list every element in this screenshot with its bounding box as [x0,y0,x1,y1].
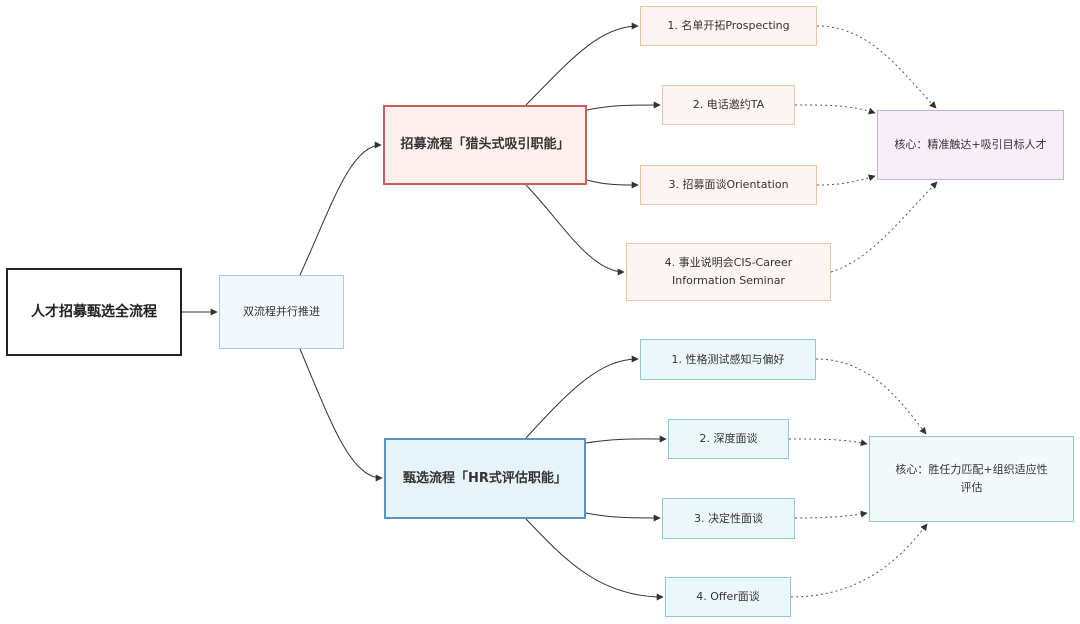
edge-sstep-1-to-core [815,358,927,435]
screening-process-node: 甄选流程「HR式评估职能」 [384,438,586,519]
edge-sstep-3-to-core [794,510,868,519]
screening-step-1-node: 1. 性格测试感知与偏好 [640,339,816,380]
recruit-step-4-label: 4. 事业说明会CIS-Career Information Seminar [664,256,793,287]
edge-hub-to-recruit [299,141,382,276]
hub-label: 双流程并行推进 [243,305,320,318]
recruit-core-node: 核心：精准触达+吸引目标人才 [877,110,1064,180]
edge-recruit-to-step-4 [525,184,625,276]
screening-process-label: 甄选流程「HR式评估职能」 [403,470,567,486]
root-label: 人才招募甄选全流程 [31,304,157,320]
screening-step-2-node: 2. 深度面谈 [668,419,789,459]
edge-sstep-2-to-core [788,438,868,447]
edge-screen-to-step-2 [585,435,667,444]
edge-rstep-4-to-core [830,181,938,273]
recruit-step-3-label: 3. 招募面谈Orientation [668,178,789,191]
edge-rstep-1-to-core [816,25,937,109]
edge-screen-to-step-1 [525,355,639,439]
screening-core-label: 核心：胜任力匹配+组织适应性评估 [895,463,1048,494]
screening-step-3-node: 3. 决定性面谈 [662,498,795,539]
screening-step-4-label: 4. Offer面谈 [696,590,760,603]
edge-recruit-to-step-3 [586,179,639,189]
screening-step-3-label: 3. 决定性面谈 [694,511,763,525]
root-node: 人才招募甄选全流程 [6,268,182,356]
recruit-process-node: 招募流程「猎头式吸引职能」 [383,105,587,185]
edge-rstep-3-to-core [816,174,876,186]
recruit-step-2-node: 2. 电话邀约TA [662,85,795,125]
recruit-step-1-node: 1. 名单开拓Prospecting [640,6,817,46]
screening-step-2-label: 2. 深度面谈 [699,432,758,445]
recruit-core-label: 核心：精准触达+吸引目标人才 [894,138,1047,151]
screening-step-4-node: 4. Offer面谈 [665,577,791,617]
edge-recruit-to-step-2 [586,101,661,111]
recruit-step-3-node: 3. 招募面谈Orientation [640,165,817,205]
edge-screen-to-step-4 [525,518,664,601]
screening-core-node: 核心：胜任力匹配+组织适应性评估 [869,436,1074,522]
recruit-step-4-node: 4. 事业说明会CIS-Career Information Seminar [626,243,831,301]
screening-step-1-label: 1. 性格测试感知与偏好 [671,352,785,366]
edge-rstep-2-to-core [794,104,876,115]
hub-node: 双流程并行推进 [219,275,344,349]
edge-screen-to-step-3 [585,512,661,522]
recruit-step-1-label: 1. 名单开拓Prospecting [667,19,790,32]
edge-hub-to-screen [299,348,383,482]
edge-sstep-4-to-core [790,523,928,598]
recruit-process-label: 招募流程「猎头式吸引职能」 [400,137,570,152]
recruit-step-2-label: 2. 电话邀约TA [692,98,765,111]
edge-recruit-to-step-1 [525,22,639,106]
